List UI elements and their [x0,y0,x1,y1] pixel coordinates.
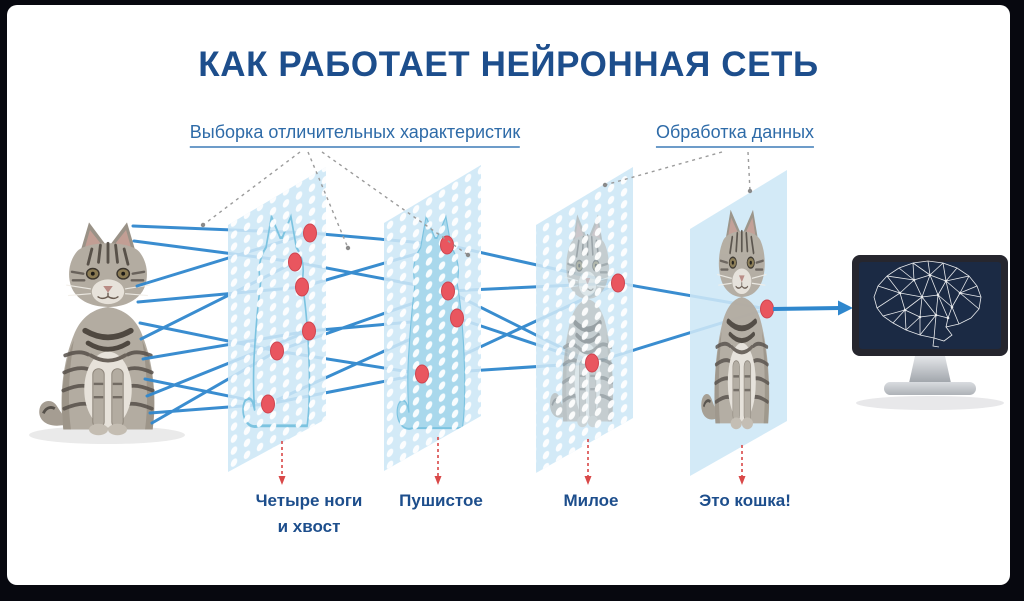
step-label-fluffy: Пушистое [399,491,483,510]
dot-grid [228,167,326,472]
neuron-nodes [261,223,774,414]
layer-panel-4 [690,170,787,476]
layer-panel-3 [536,167,633,473]
step-label-four-legs-and-tail: Четыре ноги и хвост [255,491,363,537]
cat-shadow [29,426,185,444]
step-label-cute: Милое [563,491,619,510]
step-label-its-a-cat: Это кошка! [699,491,791,510]
cat-photo-icon [39,222,154,435]
layer-panel-1 [228,167,326,472]
neural-network-diagram [29,151,1008,485]
step-pointer-arrowheads [278,476,746,485]
annotation-data-processing: Обработка данных [655,122,815,148]
dot-grid [384,165,481,471]
pointer-end-dots [200,182,753,258]
monitor-stand [909,356,951,383]
page-title: КАК РАБОТАЕТ НЕЙРОННАЯ СЕТЬ [198,45,819,84]
monitor-base [884,382,976,395]
layer-panel-2 [384,165,481,471]
monitor-screen [859,262,1001,349]
brain-network-icon [873,260,982,348]
infographic-slide: КАК РАБОТАЕТ НЕЙРОННАЯ СЕТЬ Выборка отли… [7,5,1010,585]
monitor-shadow [856,396,1004,410]
output-arrow [772,300,853,316]
monitor-icon [852,255,1008,410]
annotation-feature-selection: Выборка отличительных характеристик [189,122,521,148]
annotation-pointer-dashes [202,151,751,256]
step-pointer-dashes [281,437,743,477]
dot-grid [536,167,633,473]
